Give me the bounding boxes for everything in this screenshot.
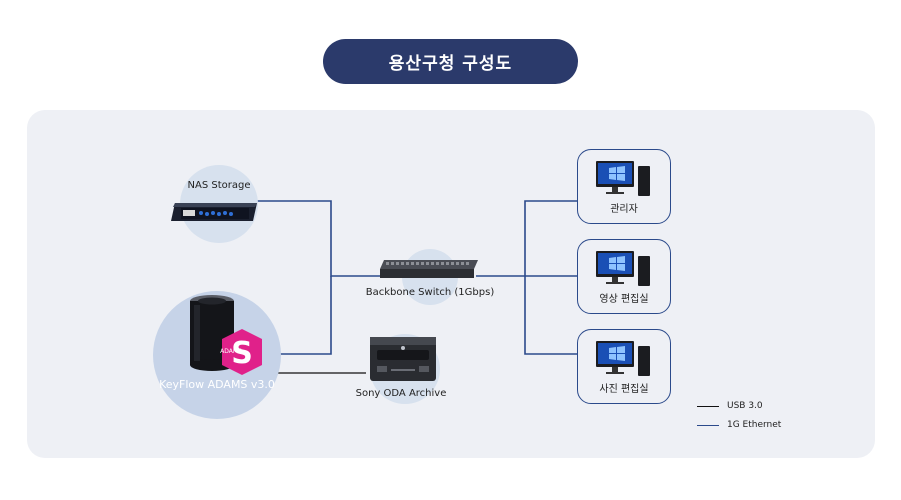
pc-box-admin: 관리자 <box>577 149 671 224</box>
pc-bus-line <box>524 200 577 355</box>
legend-usb-label: USB 3.0 <box>727 401 763 411</box>
legend-ethernet-label: 1G Ethernet <box>727 420 782 430</box>
keyflow-ethernet-line <box>278 276 332 355</box>
legend-ethernet: 1G Ethernet <box>697 420 781 430</box>
desktop-pc-icon <box>596 251 650 286</box>
legend-usb-line <box>697 405 719 407</box>
pc-label-video: 영상 편집실 <box>599 294 649 305</box>
diagram-title: 용산구청 구성도 <box>323 39 578 84</box>
pc-label-photo: 사진 편집실 <box>599 384 649 395</box>
oda-device-icon <box>370 337 436 381</box>
oda-label: Sony ODA Archive <box>355 388 447 399</box>
pc-box-video: 영상 편집실 <box>577 239 671 314</box>
legend-ethernet-line <box>697 424 719 426</box>
switch-label: Backbone Switch (1Gbps) <box>365 287 495 298</box>
keyflow-label: KeyFlow ADAMS v3.0 <box>159 378 275 391</box>
desktop-pc-icon <box>596 341 650 376</box>
adams-logo-text: ADAMS <box>220 348 242 355</box>
switch-device-icon <box>380 260 478 278</box>
pc-label-admin: 관리자 <box>610 204 638 215</box>
svg-text:S: S <box>231 336 253 371</box>
desktop-pc-icon <box>596 161 650 196</box>
nas-ethernet-line <box>250 200 385 277</box>
legend-usb: USB 3.0 <box>697 401 763 411</box>
nas-device-icon <box>171 203 257 221</box>
adams-logo-icon: S ADAMS <box>220 329 262 375</box>
pc-box-photo: 사진 편집실 <box>577 329 671 404</box>
nas-label: NAS Storage <box>187 180 251 191</box>
